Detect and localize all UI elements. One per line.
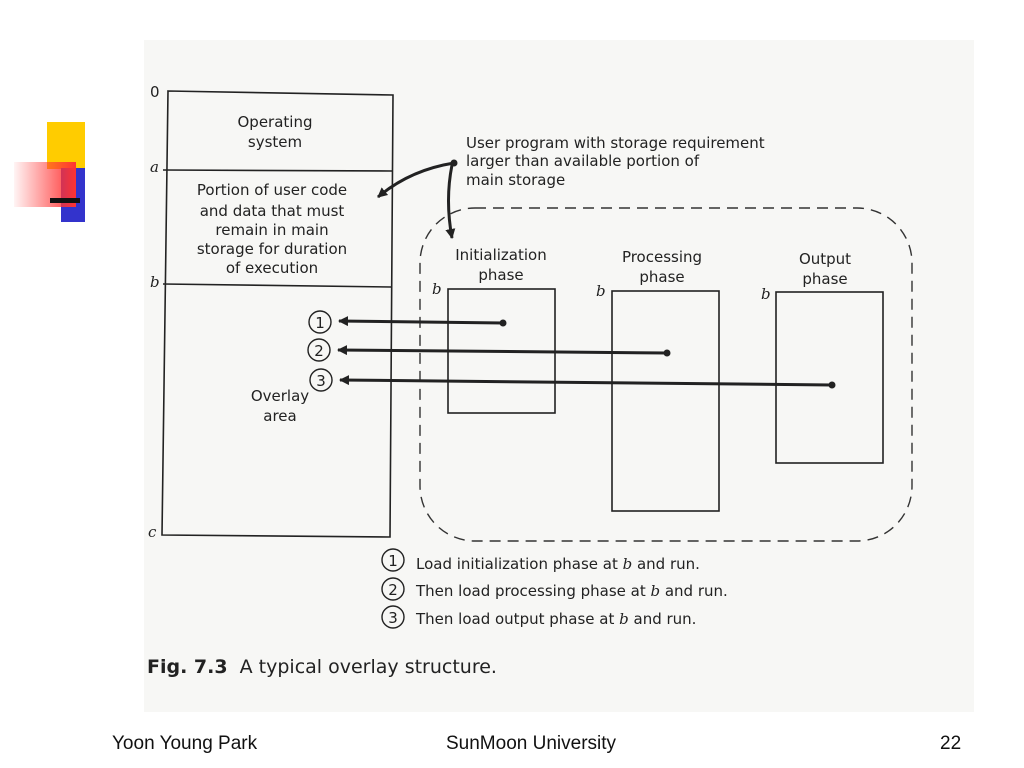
phase-title-line: Output — [799, 250, 851, 268]
load-arrow-processing — [337, 345, 668, 356]
address-zero-label: 0 — [150, 83, 160, 101]
load-arrow-initialization — [338, 316, 504, 327]
phase-title-line: phase — [478, 266, 523, 284]
load-arrows: 1 2 3 — [307, 310, 836, 392]
slide-decoration — [14, 122, 85, 222]
load-step-marker — [307, 338, 331, 362]
user-program-dashed-boundary — [419, 207, 913, 542]
overlay-label-line: area — [263, 407, 296, 425]
footer-page-number: 22 — [940, 733, 962, 754]
phase-b-label: b — [432, 280, 442, 298]
initialization-phase: Initialization phase b — [432, 246, 556, 414]
legend-step-text: Then load output phase at b and run. — [415, 610, 696, 628]
load-step-marker — [309, 368, 333, 392]
decoration-yellow-square — [47, 122, 85, 169]
address-c-label: c — [148, 523, 157, 541]
resident-label-line: of execution — [226, 259, 318, 277]
footer-university: SunMoon University — [446, 733, 617, 754]
resident-label-line: and data that must — [200, 202, 345, 220]
legend-marker — [381, 577, 405, 601]
figure-caption-text: A typical overlay structure. — [240, 656, 497, 678]
load-arrow-output — [339, 375, 833, 387]
callout-line: User program with storage requirement — [466, 134, 765, 152]
resident-label-line: Portion of user code — [197, 181, 347, 199]
overlay-area-region: Overlay area — [251, 387, 309, 425]
phase-title-line: phase — [639, 268, 684, 286]
callout-line: larger than available portion of — [466, 152, 700, 170]
operating-system-region: Operating system — [238, 113, 313, 151]
load-step-number: 2 — [314, 342, 324, 360]
output-phase: Output phase b — [761, 250, 884, 464]
step-legend: 1 Load initialization phase at b and run… — [381, 548, 728, 629]
load-step-number: 3 — [316, 372, 326, 390]
boundary-a-line — [162, 169, 393, 172]
output-phase-box — [775, 291, 884, 464]
callout-arrow-to-program — [445, 164, 456, 239]
load-arrow-origin-dot — [499, 319, 507, 327]
load-arrow-origin-dot — [663, 349, 671, 357]
figure-caption: Fig. 7.3 A typical overlay structure. — [147, 656, 497, 678]
processing-phase-box — [611, 290, 720, 512]
memory-column-outline — [161, 90, 394, 538]
address-b-label: b — [150, 273, 160, 291]
phase-b-label: b — [761, 285, 771, 303]
os-label-line: Operating — [238, 113, 313, 131]
phase-title-line: Processing — [622, 248, 702, 266]
load-arrow-origin-dot — [828, 381, 836, 389]
footer-author: Yoon Young Park — [112, 733, 258, 754]
legend-marker-number: 1 — [388, 552, 398, 570]
legend-step-text: Then load processing phase at b and run. — [415, 582, 728, 600]
scanned-figure-background — [144, 40, 974, 712]
legend-step-text: Load initialization phase at b and run. — [416, 555, 700, 573]
load-step-number: 1 — [315, 314, 325, 332]
phase-b-label: b — [596, 282, 606, 300]
resident-label-line: remain in main — [215, 221, 328, 239]
address-a-label: a — [150, 158, 159, 176]
callout-arrow-to-resident — [377, 161, 455, 199]
legend-marker — [381, 605, 405, 629]
resident-code-region: Portion of user code and data that must … — [197, 181, 347, 277]
phase-title-line: phase — [802, 270, 847, 288]
user-program-callout: User program with storage requirement la… — [377, 134, 765, 239]
legend-marker — [381, 548, 405, 572]
phase-title-line: Initialization — [455, 246, 546, 264]
boundary-b-line — [162, 283, 392, 288]
callout-line: main storage — [466, 171, 565, 189]
load-step-marker — [308, 310, 332, 334]
figure-caption-label: Fig. 7.3 — [147, 656, 228, 678]
overlay-label-line: Overlay — [251, 387, 309, 405]
memory-map: 0 a b c Operating system Portion of user… — [148, 83, 394, 541]
os-label-line: system — [248, 133, 302, 151]
decoration-dash — [50, 198, 80, 203]
legend-marker-number: 3 — [388, 609, 398, 627]
processing-phase: Processing phase b — [596, 248, 720, 512]
legend-marker-number: 2 — [388, 581, 398, 599]
resident-label-line: storage for duration — [197, 240, 347, 258]
